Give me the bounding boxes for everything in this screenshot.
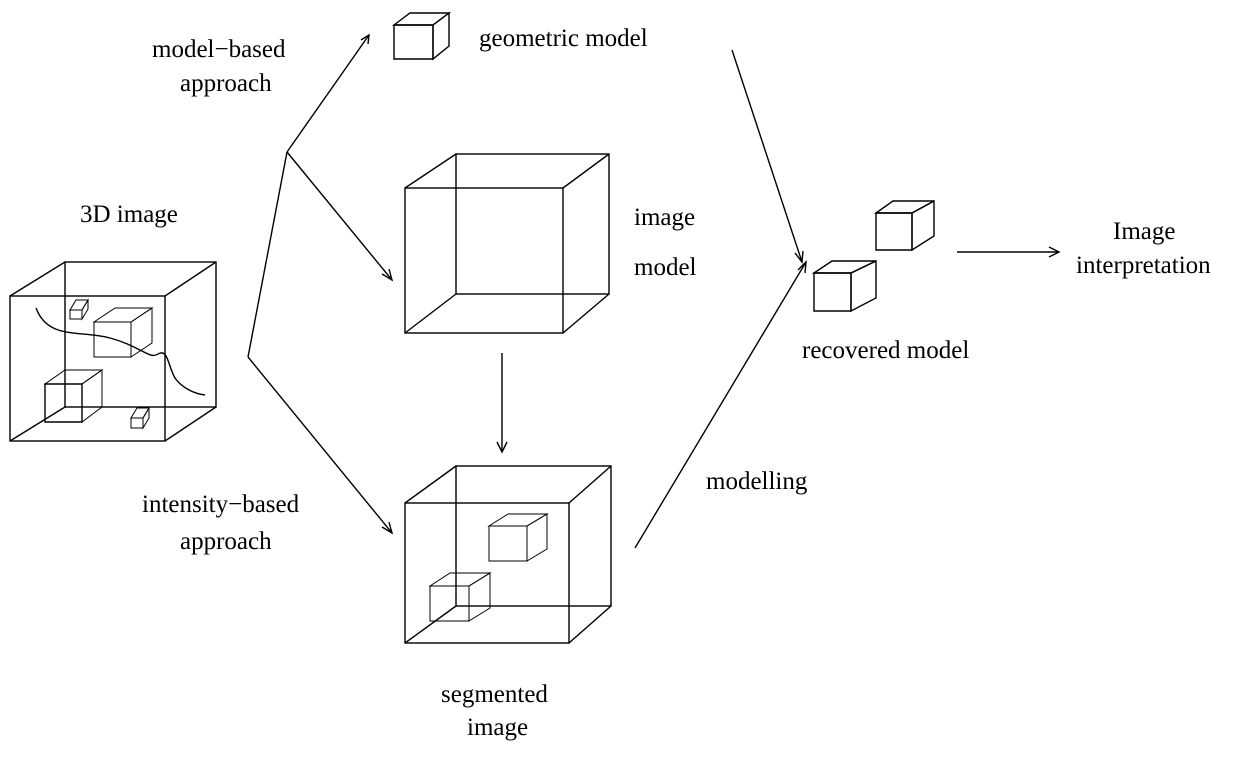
label-geometric-model: geometric model [479, 25, 648, 52]
label-segmented: segmented [441, 681, 548, 708]
label-model-based-approach: approach [180, 70, 272, 97]
label-intensity-based: intensity−based [142, 491, 300, 518]
recovered-model-cubes [811, 199, 935, 313]
label-intensity-based-approach: approach [180, 528, 272, 555]
label-image-interpretation-1: Image [1113, 218, 1175, 245]
label-image-model-2: model [634, 254, 697, 281]
label-model-based: model−based [152, 36, 286, 63]
label-segmented-image: image [467, 714, 528, 741]
geometric-model-cube [391, 11, 452, 61]
label-recovered-model: recovered model [802, 337, 969, 364]
image-model-cube [404, 153, 610, 334]
label-modelling: modelling [706, 468, 808, 495]
segmented-image-cube [404, 465, 612, 644]
connection-arrows [247, 33, 1061, 549]
label-image-interpretation-2: interpretation [1076, 252, 1211, 279]
label-image-model-1: image [634, 204, 695, 231]
label-3d-image: 3D image [80, 201, 178, 228]
3d-image-cube [9, 261, 217, 442]
